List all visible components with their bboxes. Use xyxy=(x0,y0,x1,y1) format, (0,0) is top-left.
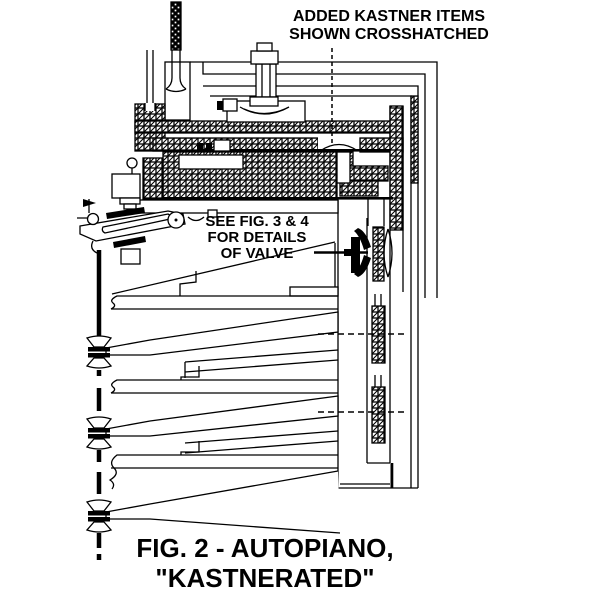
regulating-ball xyxy=(86,212,100,226)
added-items-note-line2: SHOWN CROSSHATCHED xyxy=(289,26,489,43)
valve-reference-note-line1: SEE FIG. 3 & 4 xyxy=(205,213,309,230)
added-items-note: ADDED KASTNER ITEMS SHOWN CROSSHATCHED xyxy=(278,8,500,44)
tracker-tube xyxy=(146,1,191,121)
wippen-lever-assembly xyxy=(77,157,186,265)
valve-port-curve xyxy=(383,228,393,278)
figure-caption-line1: FIG. 2 - AUTOPIANO, xyxy=(136,533,394,563)
valve-slide-lower xyxy=(371,386,386,444)
pneumatic-bellows-1 xyxy=(105,295,339,378)
reference-dashes xyxy=(318,48,406,413)
regulating-bolt xyxy=(217,42,306,123)
valve-reference-note-line3: OF VALVE xyxy=(220,245,294,262)
added-items-note-line1: ADDED KASTNER ITEMS xyxy=(292,8,485,25)
kastner-chest-hatched xyxy=(134,95,419,231)
jack-block xyxy=(111,173,141,199)
figure-caption: FIG. 2 - AUTOPIANO, "KASTNERATED" xyxy=(95,533,435,593)
valve-reference-note-line2: FOR DETAILS xyxy=(207,229,307,246)
jack-button xyxy=(126,157,138,169)
figure-caption-line2: "KASTNERATED" xyxy=(155,563,375,593)
pivot-cup xyxy=(187,216,205,222)
pneumatic-bellows-2 xyxy=(105,366,339,454)
pneumatic-bellows-3 xyxy=(105,441,341,534)
collar-buttons xyxy=(85,335,113,533)
valve-reference-note: SEE FIG. 3 & 4 FOR DETAILS OF VALVE xyxy=(188,214,326,262)
